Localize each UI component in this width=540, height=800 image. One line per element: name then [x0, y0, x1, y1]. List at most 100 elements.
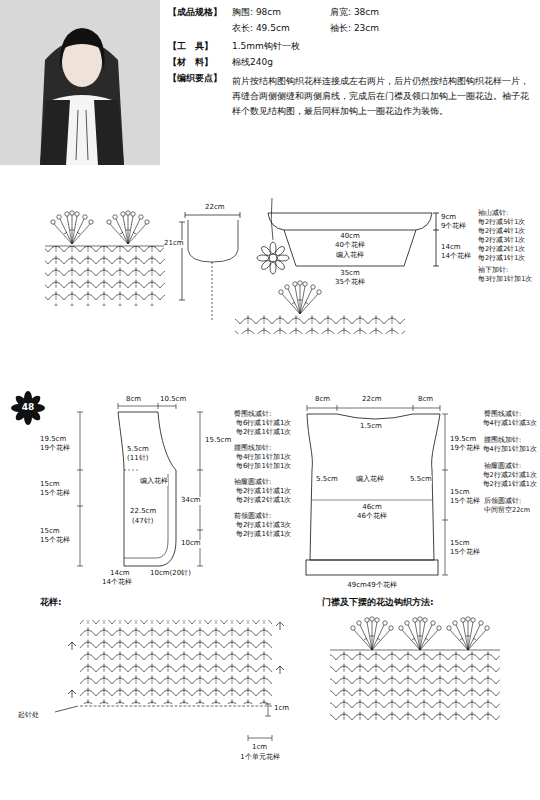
- pattern-label: 起针处: [18, 712, 39, 720]
- pattern-label: 5.5cm: [316, 476, 338, 484]
- pattern-label: 每2行减1针1次: [478, 255, 525, 262]
- pattern-label: 5.5cm: [410, 476, 432, 484]
- pattern-label: 前片按结构图钩织花样连接成左右两片，后片仍然按结构图钩织花样一片，再缝合两侧侧缝…: [232, 74, 530, 119]
- pattern-label: 每2行减4针1次: [478, 228, 525, 235]
- pattern-label: 腰围线加针:: [484, 437, 521, 444]
- pattern-label: 胸围: 98cm: [232, 8, 281, 18]
- pattern-label: 肩宽: 38cm: [330, 8, 379, 18]
- pattern-label: 门襟及下摆的花边钩织方法:: [322, 598, 434, 608]
- pattern-label: 35个花样: [335, 279, 365, 287]
- pattern-label: 袖下加针:: [478, 267, 508, 274]
- pattern-label: 10cm: [181, 540, 201, 548]
- pattern-label: 每2行减5针1次: [478, 219, 525, 226]
- pattern-label: (11针): [127, 455, 148, 463]
- pattern-label: 15cm: [450, 540, 470, 548]
- edging-strip-chart: [235, 281, 405, 334]
- pattern-label: 中间留空22cm: [484, 507, 530, 514]
- pattern-label: 5.5cm: [127, 446, 149, 454]
- pattern-label: 19个花样: [450, 445, 480, 453]
- pattern-label: 14cm: [110, 570, 130, 578]
- stitch-chart: [55, 620, 284, 741]
- pattern-label: 14个花样: [102, 579, 132, 587]
- pattern-label: 每4行加1针加1次: [236, 454, 291, 462]
- pattern-label: (47针): [132, 518, 153, 526]
- pattern-label: 棉线240g: [232, 58, 273, 68]
- sleeve-outline: [268, 213, 439, 266]
- pattern-label: 15个花样: [450, 498, 480, 506]
- pattern-label: 每2行减1针减1次: [236, 488, 291, 496]
- pattern-label: 10cm(20针): [150, 570, 191, 578]
- pattern-label: 22cm: [205, 204, 225, 212]
- pattern-label: 袖窿圆减针:: [234, 479, 271, 487]
- pattern-label: 臀围线减针:: [484, 411, 521, 418]
- pattern-label: 8cm: [418, 396, 433, 404]
- pattern-label: 袖窿圆减针:: [484, 463, 521, 470]
- front-piece-outline: [77, 403, 203, 566]
- pattern-label: 15cm: [450, 489, 470, 497]
- pattern-label: 臀围线减针:: [234, 411, 271, 419]
- pattern-label: 【材 料】: [168, 58, 213, 68]
- pattern-label: 34cm: [181, 497, 201, 505]
- pattern-label: 袖长: 23cm: [330, 24, 379, 34]
- pattern-label: 15.5cm: [205, 437, 231, 445]
- back-piece-outline: [306, 405, 448, 575]
- pattern-label: 1.5mm钩针一枚: [232, 42, 300, 52]
- pattern-label: 1.5cm: [360, 423, 382, 431]
- pattern-label: 腰围线加针:: [234, 445, 271, 453]
- pattern-label: 每3行加1针加1次: [478, 276, 532, 283]
- pattern-label: 15个花样: [40, 490, 70, 498]
- flower-motif: [257, 198, 289, 274]
- pattern-label: 每2行减1针减1次: [236, 429, 291, 437]
- pattern-label: 编入花样: [336, 252, 364, 260]
- pattern-label: 袖山减针:: [478, 210, 508, 217]
- pattern-label: 1个单元花样: [240, 754, 279, 762]
- pattern-label: 前领圆减针:: [234, 513, 271, 521]
- edging-chart: [330, 617, 500, 722]
- pattern-label: 每2行减1针减3次: [236, 522, 291, 530]
- pattern-label: 15个花样: [40, 537, 70, 545]
- pattern-label: 21cm: [164, 240, 184, 248]
- pattern-label: 49cm49个花样: [347, 582, 396, 590]
- pattern-label: 9cm: [441, 214, 456, 222]
- pattern-label: 【编织要点】: [168, 74, 222, 84]
- pattern-label: 每2行减1针减1次: [236, 531, 291, 539]
- pattern-label: 后领圆减针:: [484, 498, 521, 505]
- pattern-label: 1cm: [252, 744, 267, 752]
- pattern-label: 每2行减2针减1次: [236, 497, 291, 505]
- model-photo: [0, 0, 160, 165]
- pattern-label: 15cm: [40, 481, 60, 489]
- pattern-label: 【成品规格】: [168, 8, 222, 18]
- pattern-label: 15个花样: [450, 549, 480, 557]
- pattern-label: 编入花样: [356, 476, 384, 484]
- pattern-label: 衣长: 49.5cm: [232, 24, 290, 34]
- pattern-label: 编入花样: [140, 478, 168, 486]
- pattern-label: 19个花样: [40, 445, 70, 453]
- neckline-sketch: [179, 212, 240, 320]
- pattern-label: 10.5cm: [160, 396, 186, 404]
- pattern-label: 【工 具】: [168, 42, 213, 52]
- sleeve-edge-chart: [45, 211, 165, 306]
- pattern-label: 每4行加1针加1次: [483, 446, 537, 453]
- pattern-label: 花样:: [40, 598, 62, 608]
- pattern-label: 40个花样: [335, 242, 365, 250]
- pattern-label: 40cm: [340, 233, 360, 241]
- pattern-label: 22.5cm: [130, 508, 156, 516]
- pattern-label: 8cm: [126, 396, 141, 404]
- pattern-label: 19.5cm: [40, 436, 66, 444]
- pattern-label: 每2行减1针减1次: [483, 481, 537, 488]
- pattern-label: 1cm: [274, 705, 289, 713]
- pattern-label: 19.5cm: [450, 436, 476, 444]
- pattern-label: 48: [22, 403, 35, 413]
- pattern-label: 每2行减2针减1次: [483, 472, 537, 479]
- pattern-label: 46cm: [362, 504, 382, 512]
- pattern-label: 46个花样: [357, 513, 387, 521]
- pattern-label: 8cm: [315, 396, 330, 404]
- pattern-label: 每6行减1针减1次: [236, 420, 291, 428]
- pattern-label: 每2行减3针1次: [478, 237, 525, 244]
- pattern-label: 每6行加1针加1次: [236, 463, 291, 471]
- pattern-number-badge: [11, 391, 45, 425]
- pattern-label: 14cm: [441, 244, 461, 252]
- pattern-label: 35cm: [340, 270, 360, 278]
- pattern-label: 15cm: [40, 528, 60, 536]
